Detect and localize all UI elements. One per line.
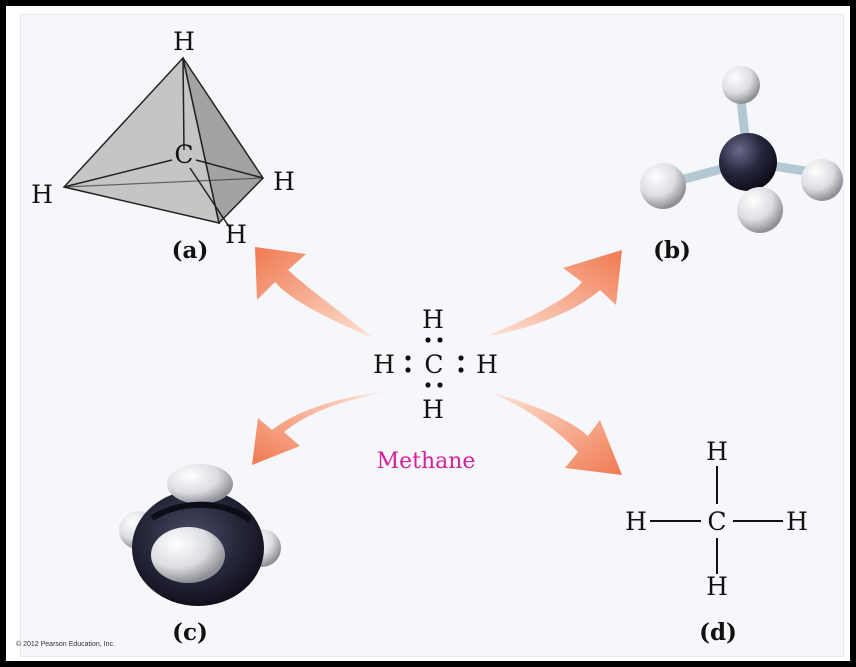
- tetra-c-center: C: [174, 140, 193, 169]
- label-d: (d): [699, 619, 737, 646]
- lewis-structure: H H C H H: [373, 305, 498, 424]
- ball-and-stick-model: [640, 66, 843, 233]
- space-filling-model: [119, 464, 281, 606]
- arrow-to-d: [490, 392, 622, 475]
- hydrogen-ball-left: [640, 163, 686, 209]
- tetrahedron-model: [62, 56, 264, 229]
- struct-h-right: H: [786, 507, 808, 536]
- hydrogen-ball-front: [737, 187, 783, 233]
- struct-h-left: H: [625, 507, 647, 536]
- arrow-to-c: [252, 392, 385, 465]
- tetra-h-left: H: [31, 180, 53, 209]
- hydrogen-ball-top: [722, 66, 760, 104]
- hydrogen-ball-right: [801, 159, 843, 201]
- tetra-h-top: H: [173, 27, 195, 56]
- arrow-to-a: [255, 247, 373, 338]
- lewis-h-left: H: [373, 350, 395, 379]
- struct-h-bottom: H: [706, 572, 728, 601]
- lewis-h-bottom: H: [422, 395, 444, 424]
- lewis-c: C: [424, 350, 443, 379]
- methane-title: Methane: [377, 449, 476, 474]
- lewis-h-top: H: [422, 305, 444, 334]
- label-b: (b): [653, 237, 691, 264]
- struct-h-top: H: [706, 437, 728, 466]
- lewis-h-right: H: [476, 350, 498, 379]
- label-a: (a): [172, 237, 209, 264]
- carbon-ball: [719, 133, 777, 191]
- tetra-h-bottom: H: [225, 220, 247, 249]
- tetra-h-right: H: [273, 167, 295, 196]
- structural-formula: H H C H H: [625, 437, 808, 601]
- arrow-to-b: [487, 250, 622, 336]
- label-c: (c): [172, 619, 208, 646]
- struct-c: C: [707, 507, 726, 536]
- copyright-notice: © 2012 Pearson Education, Inc.: [16, 641, 115, 648]
